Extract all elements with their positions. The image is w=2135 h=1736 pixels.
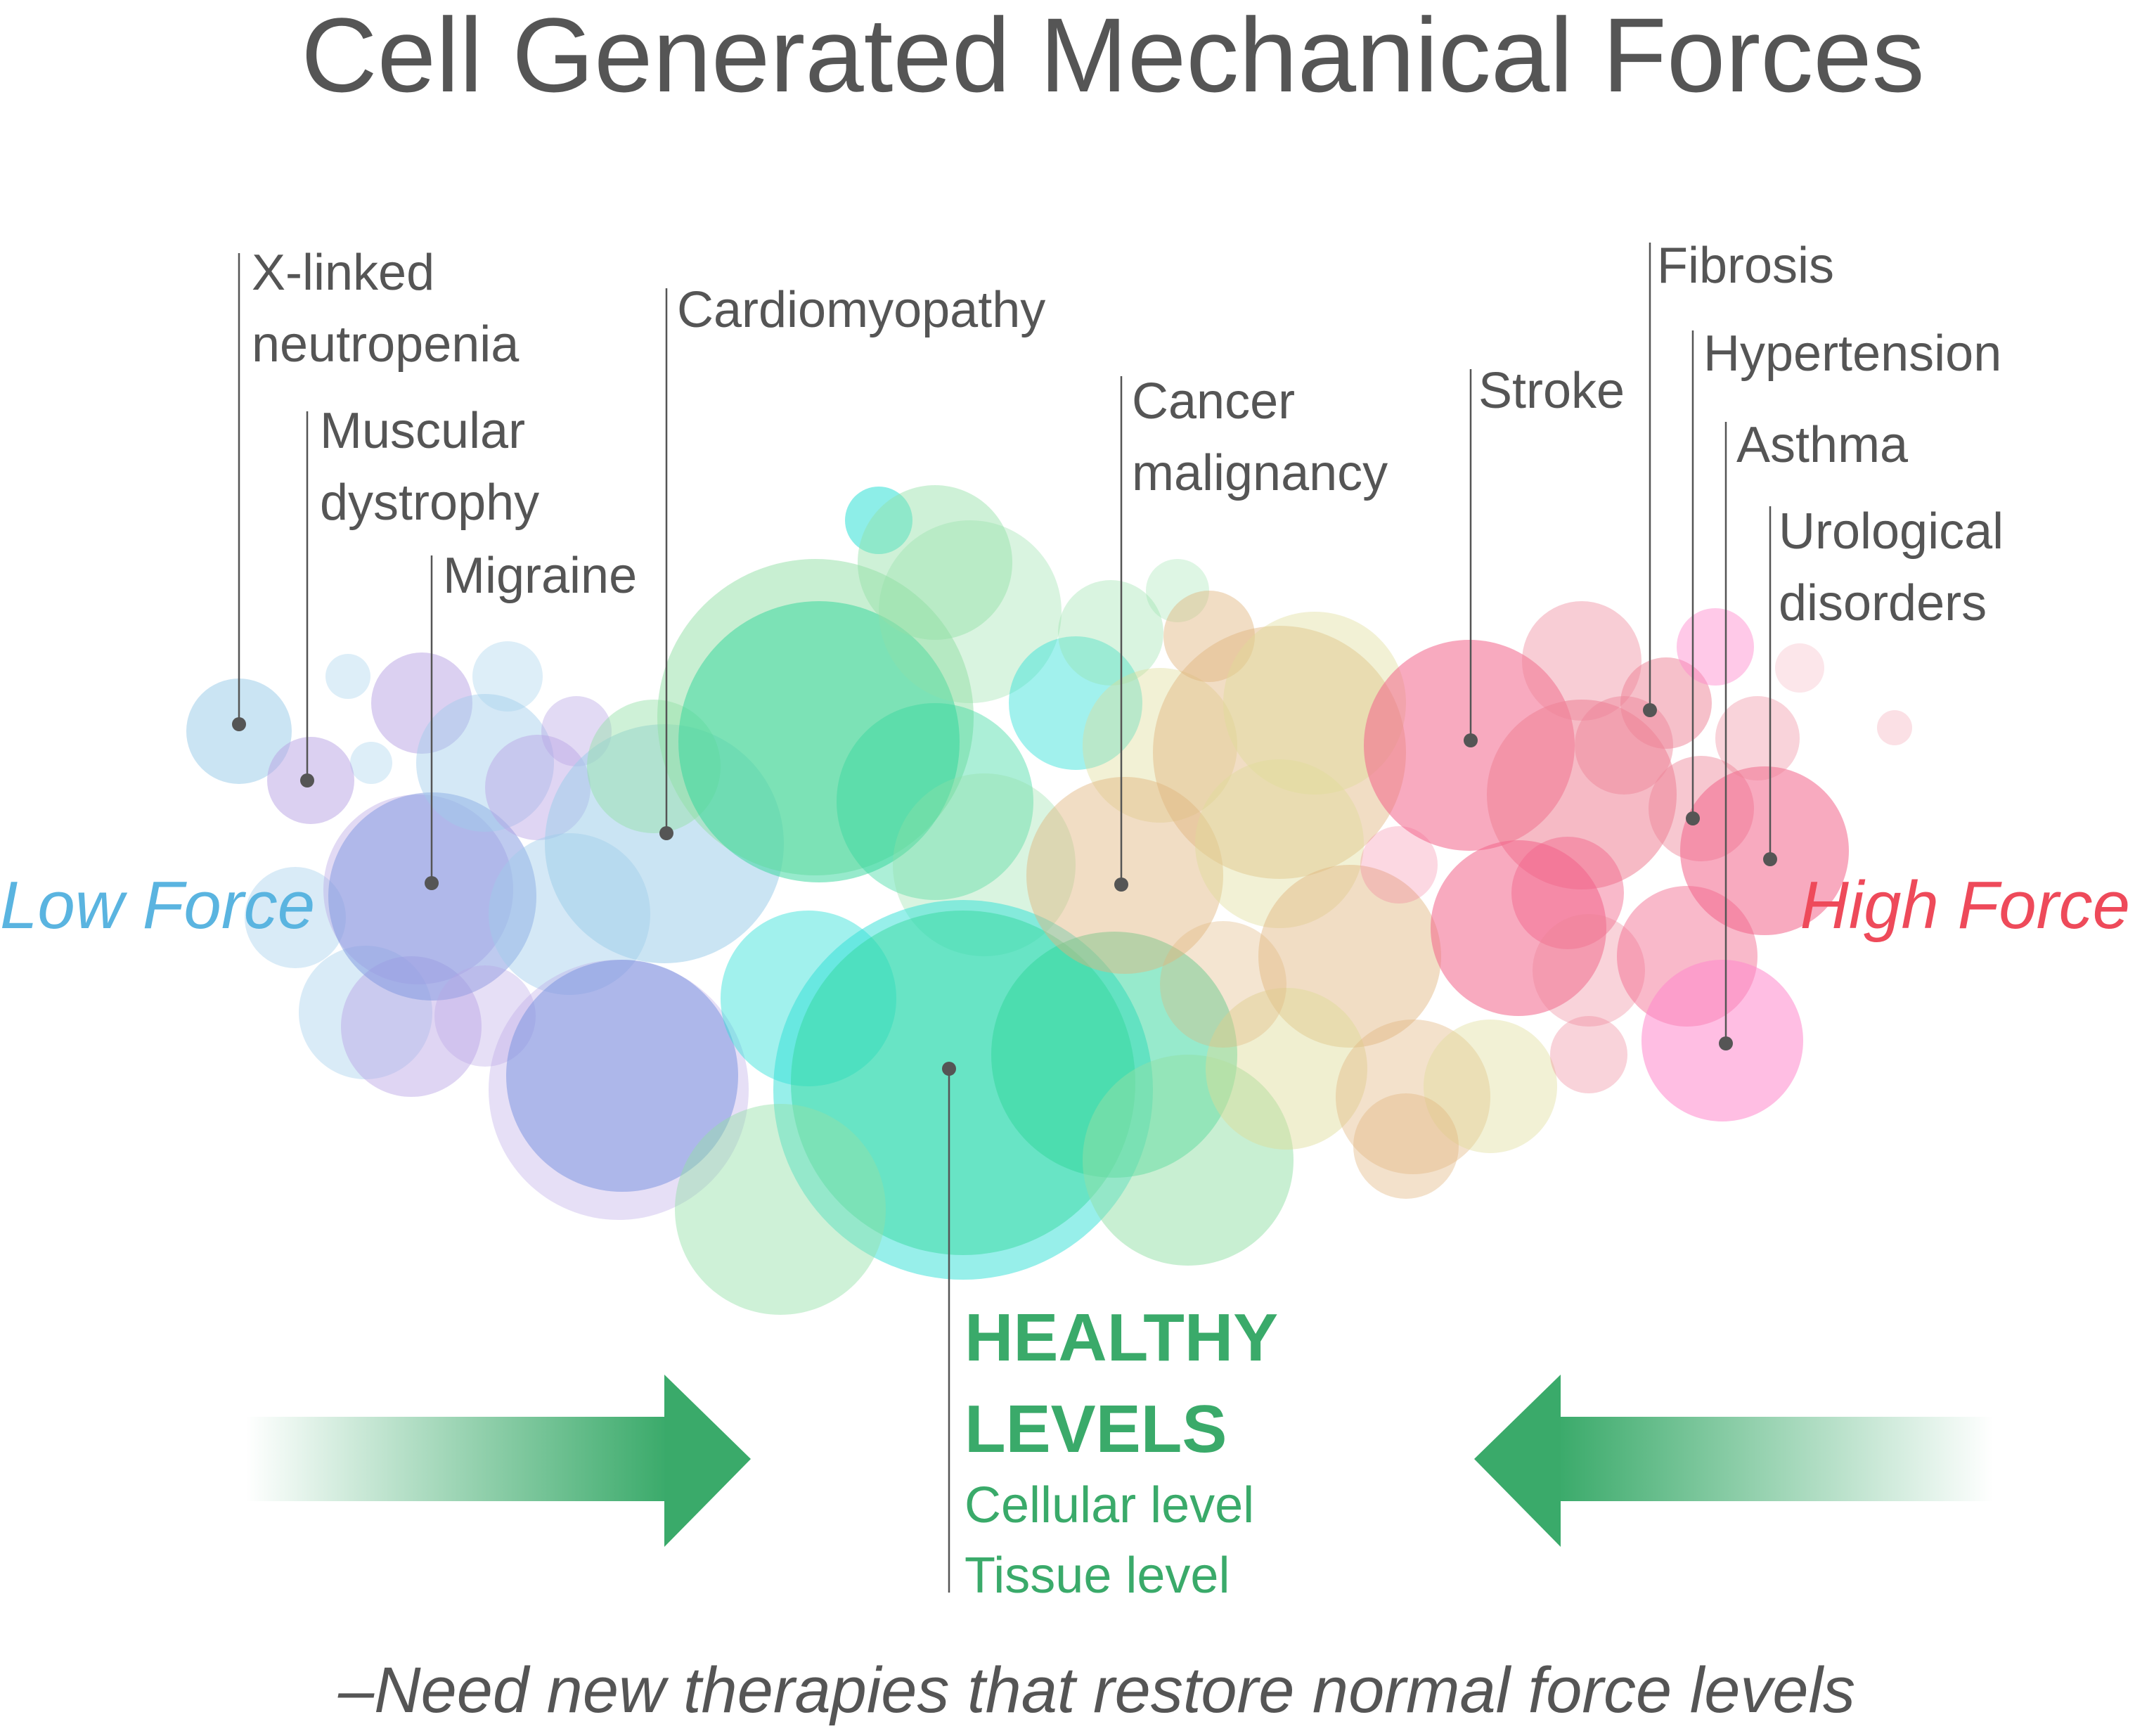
- bubble: [1550, 1016, 1627, 1093]
- bubble-cloud: [186, 485, 1912, 1315]
- bubble: [1009, 636, 1142, 770]
- bubble: [1424, 1020, 1557, 1153]
- dot-urological: [1763, 852, 1777, 866]
- bubble: [1715, 696, 1800, 780]
- bubble: [371, 652, 472, 754]
- label-urological: Urological disorders: [1779, 503, 2018, 631]
- healthy-levels: HEALTHY LEVELS Cellular level Tissue lev…: [965, 1300, 1278, 1604]
- healthy-title-line2: LEVELS: [965, 1391, 1227, 1467]
- label-muscular: Muscular dystrophy: [320, 403, 539, 531]
- bubble: [1083, 1055, 1294, 1266]
- bubble: [325, 654, 370, 699]
- bubble: [678, 601, 960, 882]
- label-hypertension: Hypertension: [1703, 326, 2001, 382]
- dot-muscular: [300, 773, 314, 787]
- bubble: [1223, 612, 1406, 795]
- label-cardio: Cardiomyopathy: [677, 282, 1045, 338]
- dot-cancer: [1114, 877, 1128, 892]
- bubble: [434, 965, 536, 1067]
- bubble: [1360, 826, 1438, 904]
- healthy-title-line1: HEALTHY: [965, 1300, 1278, 1375]
- leader-dots: [232, 703, 1777, 1076]
- bubble: [1353, 1093, 1459, 1199]
- dot-xlinked: [232, 717, 246, 731]
- label-xlinked: X-linked neutropenia: [252, 245, 520, 373]
- dot-hypertension: [1686, 811, 1700, 825]
- label-asthma: Asthma: [1736, 417, 1909, 473]
- bubble: [1160, 921, 1286, 1048]
- bubble: [1026, 777, 1223, 974]
- bubble: [1258, 865, 1441, 1048]
- bubble: [1877, 710, 1912, 745]
- bubble: [1775, 643, 1824, 693]
- dot-healthy: [942, 1062, 956, 1076]
- bubble: [1058, 580, 1163, 686]
- bubble: [1336, 1020, 1490, 1174]
- dot-asthma: [1719, 1036, 1733, 1050]
- left-arrow: [1474, 1375, 1993, 1547]
- bubble: [879, 520, 1062, 703]
- right-arrow-shaft: [246, 1417, 668, 1501]
- dot-migraine: [425, 876, 439, 890]
- bubble: [1206, 988, 1367, 1150]
- label-cancer: Cancer malignancy: [1132, 373, 1388, 501]
- bubble: [1163, 591, 1255, 682]
- bubble: [1522, 601, 1641, 721]
- label-stroke: Stroke: [1478, 363, 1625, 419]
- right-arrow: [246, 1375, 751, 1547]
- healthy-sub-tissue: Tissue level: [965, 1548, 1230, 1604]
- bubble: [350, 742, 392, 784]
- dot-stroke: [1464, 733, 1478, 747]
- bubble: [858, 485, 1012, 640]
- bubble: [1680, 766, 1849, 935]
- bubble: [1431, 840, 1606, 1016]
- leader-lines: [238, 243, 1772, 1593]
- bubble: [1677, 608, 1754, 686]
- high-force-label: High Force: [1800, 868, 2131, 943]
- page-title: Cell Generated Mechanical Forces: [301, 0, 1924, 114]
- bubble: [1575, 696, 1673, 795]
- left-arrow-shaft: [1557, 1417, 1993, 1501]
- bubble: [1620, 657, 1712, 749]
- bubble: [1146, 559, 1209, 622]
- label-fibrosis: Fibrosis: [1657, 238, 1834, 294]
- right-arrow-head: [664, 1375, 751, 1547]
- bubble: [1153, 626, 1406, 879]
- footer-note: –Need new therapies that restore normal …: [337, 1654, 1855, 1726]
- left-arrow-head: [1474, 1375, 1561, 1547]
- bubble: [328, 792, 536, 1001]
- condition-labels: X-linked neutropenia Muscular dystrophy …: [252, 238, 2018, 631]
- healthy-sub-cellular: Cellular level: [965, 1477, 1254, 1534]
- bubble: [506, 960, 738, 1192]
- dot-fibrosis: [1643, 703, 1657, 717]
- bubble: [1533, 914, 1645, 1027]
- bubble: [416, 694, 554, 832]
- label-migraine: Migraine: [443, 548, 637, 604]
- bubble: [245, 867, 346, 968]
- bubble: [837, 703, 1033, 900]
- bubble: [472, 641, 543, 712]
- bubble: [675, 1104, 886, 1315]
- bubble: [1195, 759, 1364, 928]
- low-force-label: Low Force: [0, 868, 315, 943]
- bubble: [845, 487, 912, 554]
- dot-cardio: [659, 826, 673, 840]
